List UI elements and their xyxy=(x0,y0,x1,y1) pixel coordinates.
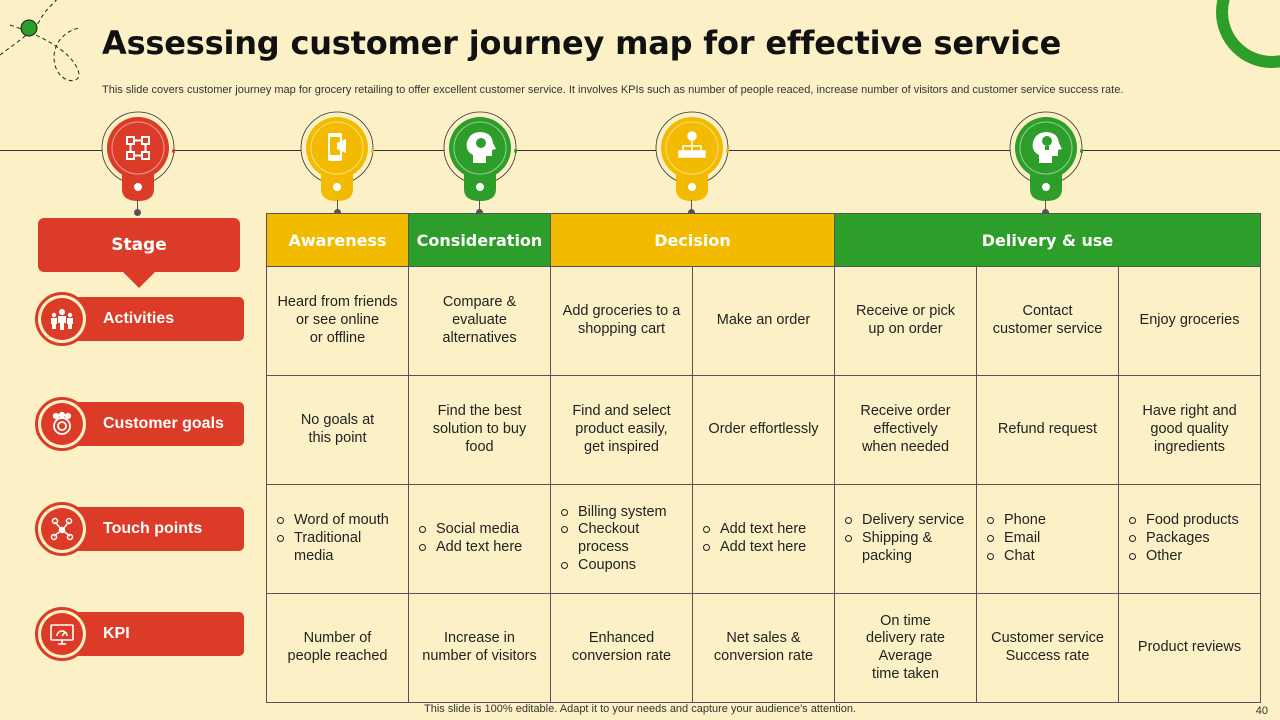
row-icon-touch-points xyxy=(35,502,89,556)
table-cell: Make an order xyxy=(692,266,835,376)
list-item: Other xyxy=(1129,548,1252,566)
table-row-touch-points: Word of mouth Traditional media Social m… xyxy=(266,484,1261,594)
decision-network-icon xyxy=(678,131,706,158)
head-bulb-icon xyxy=(1032,132,1062,163)
table-cell: Delivery service Shipping & packing xyxy=(834,484,977,594)
dashboard-monitor-icon xyxy=(50,624,74,645)
table-row-customer-goals: No goals at this point Find the best sol… xyxy=(266,375,1261,485)
table-cell: Net sales & conversion rate xyxy=(692,593,835,703)
list-item: Shipping & packing xyxy=(845,530,968,565)
table-row-kpi: Number of people reached Increase in num… xyxy=(266,593,1261,703)
table-cell: Billing system Checkout process Coupons xyxy=(550,484,693,594)
table-cell: Number of people reached xyxy=(266,593,409,703)
stage-delivery-use: Delivery & use xyxy=(834,213,1261,267)
pin-decision-network xyxy=(655,111,729,201)
table-cell: Have right and good quality ingredients xyxy=(1118,375,1261,485)
corner-doodle-decoration xyxy=(0,0,81,82)
timeline-line xyxy=(0,150,1280,151)
stage-awareness: Awareness xyxy=(266,213,409,267)
list-item: Add text here xyxy=(703,539,826,557)
table-cell: Word of mouth Traditional media xyxy=(266,484,409,594)
table-cell: Refund request xyxy=(976,375,1119,485)
table-cell: Social media Add text here xyxy=(408,484,551,594)
table-cell: Contact customer service xyxy=(976,266,1119,376)
row-icon-customer-goals xyxy=(35,397,89,451)
table-cell: Add groceries to a shopping cart xyxy=(550,266,693,376)
table-cell: Food products Packages Other xyxy=(1118,484,1261,594)
list-item: Chat xyxy=(987,548,1110,566)
table-cell: Increase in number of visitors xyxy=(408,593,551,703)
list-item: Food products xyxy=(1129,512,1252,530)
row-label-touch-points: Touch points xyxy=(60,507,244,551)
people-group-icon xyxy=(51,309,73,330)
list-item: Traditional media xyxy=(277,530,400,565)
table-cell: No goals at this point xyxy=(266,375,409,485)
page-number: 40 xyxy=(1255,705,1268,717)
list-item: Billing system xyxy=(561,504,684,522)
list-item: Add text here xyxy=(703,521,826,539)
list-item: Checkout process xyxy=(561,521,684,556)
table-cell: Customer service Success rate xyxy=(976,593,1119,703)
flowchart-icon xyxy=(126,136,150,160)
stage-header-row: Awareness Consideration Decision Deliver… xyxy=(266,213,1261,267)
journey-map-table: Awareness Consideration Decision Deliver… xyxy=(266,213,1261,703)
footer-note: This slide is 100% editable. Adapt it to… xyxy=(424,703,856,715)
row-label-kpi: KPI xyxy=(60,612,244,656)
list-item: Social media xyxy=(419,521,542,539)
page-title: Assessing customer journey map for effec… xyxy=(102,24,1062,62)
stage-decision: Decision xyxy=(550,213,835,267)
stage-consideration: Consideration xyxy=(408,213,551,267)
list-item: Word of mouth xyxy=(277,512,400,530)
table-cell: Add text here Add text here xyxy=(692,484,835,594)
table-cell: Heard from friends or see online or offl… xyxy=(266,266,409,376)
stage-label: Stage xyxy=(38,218,240,272)
list-item: Add text here xyxy=(419,539,542,557)
row-icon-activities xyxy=(35,292,89,346)
row-label-customer-goals: Customer goals xyxy=(60,402,244,446)
location-network-icon xyxy=(50,517,74,541)
row-icon-kpi xyxy=(35,607,89,661)
page-subtitle: This slide covers customer journey map f… xyxy=(102,84,1124,96)
table-cell: Order effortlessly xyxy=(692,375,835,485)
corner-ring-decoration xyxy=(1216,0,1280,68)
team-target-icon xyxy=(52,411,72,435)
row-label-activities: Activities xyxy=(60,297,244,341)
pin-head-bulb xyxy=(1009,111,1083,201)
pin-head-idea xyxy=(443,111,517,201)
list-item: Email xyxy=(987,530,1110,548)
pin-megaphone xyxy=(300,111,374,201)
table-cell: Phone Email Chat xyxy=(976,484,1119,594)
table-cell: On time delivery rate Average time taken xyxy=(834,593,977,703)
table-cell: Find the best solution to buy food xyxy=(408,375,551,485)
table-cell: Find and select product easily, get insp… xyxy=(550,375,693,485)
table-cell: Compare & evaluate alternatives xyxy=(408,266,551,376)
list-item: Phone xyxy=(987,512,1110,530)
table-cell: Enjoy groceries xyxy=(1118,266,1261,376)
table-row-activities: Heard from friends or see online or offl… xyxy=(266,266,1261,376)
megaphone-phone-icon xyxy=(328,133,346,161)
list-item: Delivery service xyxy=(845,512,968,530)
stage-label-pointer xyxy=(121,270,157,288)
list-item: Packages xyxy=(1129,530,1252,548)
table-cell: Product reviews xyxy=(1118,593,1261,703)
table-cell: Enhanced conversion rate xyxy=(550,593,693,703)
head-idea-icon xyxy=(466,132,496,163)
list-item: Coupons xyxy=(561,557,684,575)
table-cell: Receive order effectively when needed xyxy=(834,375,977,485)
table-cell: Receive or pick up on order xyxy=(834,266,977,376)
pin-flowchart xyxy=(101,111,175,201)
